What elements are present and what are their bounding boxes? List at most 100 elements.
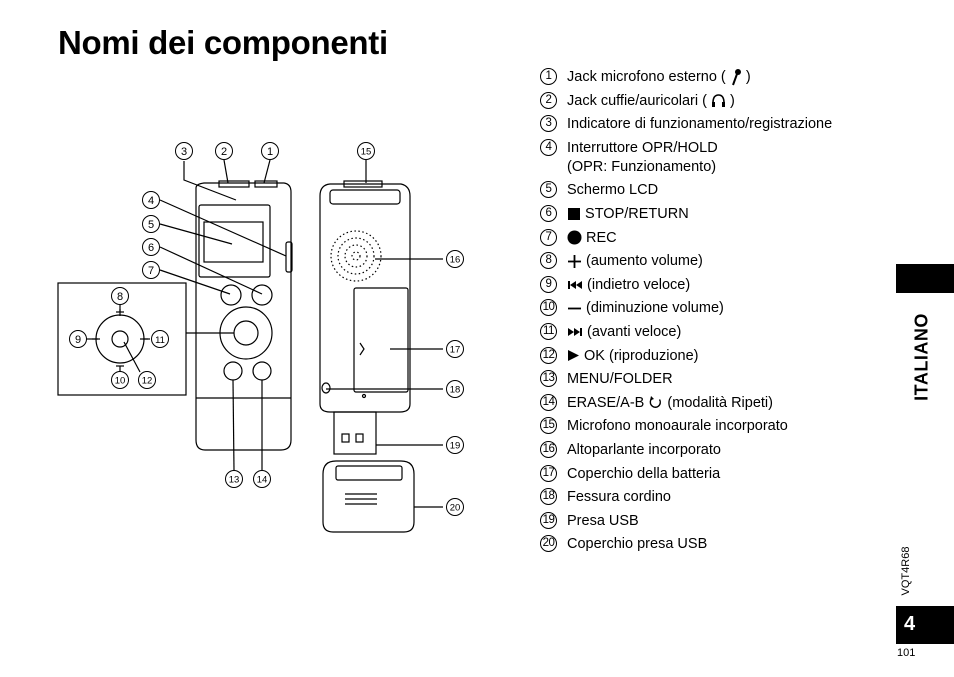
rec-button-shape bbox=[220, 284, 242, 306]
item-number: 20 bbox=[540, 535, 557, 553]
callout-9: 9 bbox=[69, 330, 87, 348]
list-item: 16 Altoparlante incorporato bbox=[540, 440, 890, 460]
callout-19: 19 bbox=[446, 436, 464, 454]
callout-14: 14 bbox=[253, 470, 271, 488]
callout-17: 17 bbox=[446, 340, 464, 358]
erase-button-shape bbox=[252, 361, 272, 381]
list-item: 9 (indietro veloce) bbox=[540, 275, 890, 295]
callout-8: 8 bbox=[111, 287, 129, 305]
svg-text:12: 12 bbox=[142, 376, 153, 387]
item-number: 2 bbox=[540, 91, 557, 109]
item-number: 11 bbox=[540, 322, 557, 340]
ok-button-shape bbox=[233, 320, 259, 346]
callout-11: 11 bbox=[151, 330, 169, 348]
svg-text:10: 10 bbox=[115, 376, 126, 387]
list-item: 20 Coperchio presa USB bbox=[540, 535, 890, 554]
menu-button-shape bbox=[223, 361, 243, 381]
svg-text:6: 6 bbox=[148, 242, 154, 254]
callout-10: 10 bbox=[111, 371, 129, 389]
list-item: 11 (avanti veloce) bbox=[540, 322, 890, 342]
page-title: Nomi dei componenti bbox=[58, 24, 388, 61]
list-item: 12 OK (riproduzione) bbox=[540, 346, 890, 366]
list-item: 10 (diminuzione volume) bbox=[540, 299, 890, 318]
svg-text:1: 1 bbox=[267, 146, 273, 158]
callout-1: 1 bbox=[261, 142, 279, 160]
item-number: 7 bbox=[540, 228, 557, 246]
callout-20: 20 bbox=[446, 498, 464, 516]
svg-text:9: 9 bbox=[75, 334, 81, 346]
repeat-icon bbox=[650, 396, 662, 409]
list-item: 4 Interruttore OPR/HOLD(OPR: Funzionamen… bbox=[540, 138, 890, 177]
fast-forward-icon bbox=[568, 328, 582, 337]
list-item: 2 Jack cuffie/auricolari ( ) bbox=[540, 91, 890, 111]
list-item: 8 (aumento volume) bbox=[540, 252, 890, 271]
item-number: 18 bbox=[540, 488, 557, 506]
front-lcd-screen bbox=[198, 204, 271, 278]
item-number: 17 bbox=[540, 464, 557, 482]
svg-text:2: 2 bbox=[221, 146, 227, 158]
list-item: 19 Presa USB bbox=[540, 511, 890, 531]
front-body bbox=[195, 182, 292, 451]
speaker-grille bbox=[330, 230, 382, 282]
document-code: VQT4R68 bbox=[900, 546, 912, 596]
callout-3: 3 bbox=[175, 142, 193, 160]
svg-text:13: 13 bbox=[229, 475, 240, 486]
svg-text:19: 19 bbox=[450, 441, 461, 452]
callout-16: 16 bbox=[446, 250, 464, 268]
item-number: 6 bbox=[540, 204, 557, 222]
list-item: 1 Jack microfono esterno ( ) bbox=[540, 68, 890, 87]
item-number: 19 bbox=[540, 511, 557, 529]
list-item: 5 Schermo LCD bbox=[540, 181, 890, 200]
item-number: 5 bbox=[540, 181, 557, 199]
svg-text:5: 5 bbox=[148, 219, 154, 231]
headphones-icon bbox=[711, 94, 725, 108]
microphone-icon bbox=[731, 69, 741, 86]
item-number: 1 bbox=[540, 68, 557, 85]
callout-18: 18 bbox=[446, 380, 464, 398]
svg-text:3: 3 bbox=[181, 146, 187, 158]
record-icon bbox=[567, 230, 582, 245]
svg-text:7: 7 bbox=[148, 265, 154, 277]
minus-icon bbox=[568, 307, 581, 310]
list-item: 18 Fessura cordino bbox=[540, 488, 890, 507]
svg-text:18: 18 bbox=[450, 385, 461, 396]
list-item: 17 Coperchio della batteria bbox=[540, 464, 890, 484]
sub-page-number: 101 bbox=[897, 647, 916, 659]
item-number: 10 bbox=[540, 299, 557, 317]
callout-6: 6 bbox=[142, 238, 160, 256]
stop-icon bbox=[568, 208, 580, 221]
item-number: 4 bbox=[540, 138, 557, 156]
usb-plug bbox=[333, 411, 377, 455]
item-number: 13 bbox=[540, 370, 557, 388]
rear-body bbox=[319, 183, 411, 413]
item-number: 15 bbox=[540, 417, 557, 435]
page-number-box: 4 bbox=[896, 606, 954, 644]
list-item: 3 Indicatore di funzionamento/registrazi… bbox=[540, 115, 890, 134]
item-number: 14 bbox=[540, 393, 557, 411]
svg-text:20: 20 bbox=[450, 503, 461, 514]
svg-text:15: 15 bbox=[361, 147, 372, 158]
item-number: 8 bbox=[540, 252, 557, 270]
item-number: 9 bbox=[540, 275, 557, 293]
usb-cap bbox=[322, 460, 415, 533]
list-item: 6 STOP/RETURN bbox=[540, 204, 890, 224]
svg-text:14: 14 bbox=[257, 475, 268, 486]
callout-2: 2 bbox=[215, 142, 233, 160]
list-item: 14 ERASE/A-B (modalità Ripeti) bbox=[540, 393, 890, 413]
svg-text:4: 4 bbox=[148, 195, 154, 207]
svg-text:11: 11 bbox=[155, 335, 165, 346]
list-item: 15 Microfono monoaurale incorporato bbox=[540, 417, 890, 436]
language-label: ITALIANO bbox=[911, 313, 932, 401]
parts-list: 1 Jack microfono esterno ( ) 2 Jack cuff… bbox=[540, 68, 890, 559]
callout-15: 15 bbox=[357, 142, 375, 160]
svg-text:16: 16 bbox=[450, 255, 461, 266]
page-number: 4 bbox=[904, 613, 916, 635]
stop-button-shape bbox=[251, 284, 273, 306]
rewind-icon bbox=[568, 280, 582, 289]
battery-cover bbox=[353, 287, 409, 393]
callout-5: 5 bbox=[142, 215, 160, 233]
zoom-box bbox=[57, 282, 187, 396]
callout-7: 7 bbox=[142, 261, 160, 279]
item-number: 16 bbox=[540, 440, 557, 458]
